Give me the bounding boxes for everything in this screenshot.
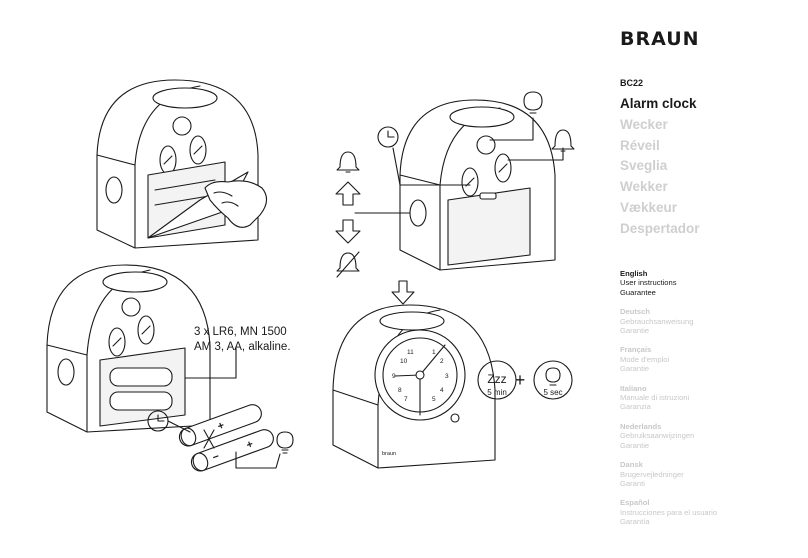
language-francais: Français Mode d'emploi Garantie [620, 345, 717, 373]
language-guarantee: Guarantee [620, 287, 656, 297]
batteries-illustration: + − + [178, 404, 274, 472]
language-guarantee: Garanzia [620, 402, 651, 412]
language-name: Español [620, 498, 650, 508]
product-name-es: Despertador [620, 220, 700, 236]
language-guarantee: Garantie [620, 440, 650, 450]
language-instructions: User instructions [620, 278, 677, 288]
language-english: English User instructions Guarantee [620, 269, 717, 297]
battery-spec-line2: AM 3, AA, alkaline. [194, 341, 291, 353]
language-list: English User instructions Guarantee Deut… [620, 269, 717, 537]
arrow-up-icon [335, 181, 361, 206]
language-name: English [620, 269, 648, 278]
language-name: Italiano [620, 383, 647, 393]
svg-text:+: + [216, 419, 226, 432]
language-italiano: Italiano Manuale di istruzioni Garanzia [620, 384, 717, 412]
braun-logo: BRAUN [620, 28, 700, 50]
clock-icon [377, 126, 399, 148]
svg-text:−: − [211, 451, 221, 464]
bell-off-icon [336, 251, 360, 278]
product-name-nl: Wekker [620, 179, 668, 195]
battery-spec-line1: 3 x LR6, MN 1500 [194, 326, 287, 338]
product-name-it: Sveglia [620, 158, 668, 174]
language-nederlands: Nederlands Gebruiksaanwijzingen Garantie [620, 422, 717, 450]
svg-text:10: 10 [400, 358, 408, 365]
svg-text:4: 4 [440, 387, 444, 394]
product-name-en: Alarm clock [620, 96, 697, 111]
language-guarantee: Garanti [620, 478, 645, 488]
language-instructions: Instrucciones para el usuario [620, 507, 718, 517]
instruction-illustrations: 3 x LR6, MN 1500 AM 3, AA, alkaline. + −… [46, 79, 575, 472]
language-guarantee: Garantie [620, 364, 650, 374]
illustration-canvas: 3 x LR6, MN 1500 AM 3, AA, alkaline. + −… [46, 79, 575, 472]
product-name-fr: Réveil [620, 137, 660, 153]
clock-controls-illustration [399, 99, 556, 271]
clock-front-illustration: 1 2 3 4 5 7 8 9 10 11 [332, 304, 496, 469]
svg-text:+: + [245, 438, 255, 451]
clock-back-batteries-illustration [46, 264, 237, 433]
svg-text:3: 3 [445, 373, 449, 380]
language-dansk: Dansk Brugervejledninger Garanti [620, 460, 717, 488]
language-instructions: Brugervejledninger [620, 469, 684, 479]
light-badge: 5 sec [533, 360, 573, 400]
model-number: BC22 [620, 78, 644, 88]
product-name-de: Wecker [620, 116, 668, 132]
language-name: Nederlands [620, 421, 662, 431]
clock-back-door-illustration [96, 79, 268, 249]
language-instructions: Gebrauchsanweisung [620, 316, 694, 326]
light-duration: 5 sec [543, 388, 562, 397]
svg-text:7: 7 [404, 396, 408, 403]
language-espanol: Español Instrucciones para el usuario Ga… [620, 498, 717, 526]
language-guarantee: Garantía [620, 517, 650, 527]
lightbulb-icon [545, 367, 561, 383]
time-set-callout [392, 147, 471, 186]
language-instructions: Mode d'emploi [620, 354, 670, 364]
language-deutsch: Deutsch Gebrauchsanweisung Garantie [620, 307, 717, 335]
svg-text:5: 5 [432, 396, 436, 403]
bell-icon [336, 151, 360, 173]
snooze-badge: Zzz 5 min [477, 360, 517, 400]
info-panel: BRAUN BC22 Alarm clock Wecker Réveil Sve… [620, 0, 808, 558]
language-name: Français [620, 345, 652, 355]
language-instructions: Manuale di istruzioni [620, 393, 690, 403]
language-name: Dansk [620, 460, 643, 470]
bell-icon [551, 129, 575, 152]
clock-icon [147, 410, 191, 433]
svg-text:11: 11 [407, 349, 414, 356]
snooze-duration: 5 min [487, 388, 507, 397]
alarm-set-callout [507, 147, 564, 161]
arrow-down-icon [335, 219, 361, 244]
plus-sign: + [515, 370, 526, 390]
language-guarantee: Garantie [620, 326, 650, 336]
svg-text:1: 1 [432, 349, 436, 356]
product-name-list: Alarm clock Wecker Réveil Sveglia Wekker… [620, 94, 700, 240]
svg-text:2: 2 [440, 358, 444, 365]
language-instructions: Gebruiksaanwijzingen [620, 431, 695, 441]
lightbulb-icon [235, 431, 294, 469]
language-name: Deutsch [620, 307, 650, 317]
lightbulb-icon [523, 91, 543, 114]
product-name-da: Vækkeur [620, 199, 678, 215]
snooze-label: Zzz [487, 372, 506, 386]
clock-face-brand: braun [382, 451, 396, 457]
svg-text:8: 8 [398, 387, 402, 394]
light-callout [489, 117, 534, 141]
svg-text:9: 9 [392, 373, 396, 380]
press-arrow-icon [391, 280, 415, 305]
